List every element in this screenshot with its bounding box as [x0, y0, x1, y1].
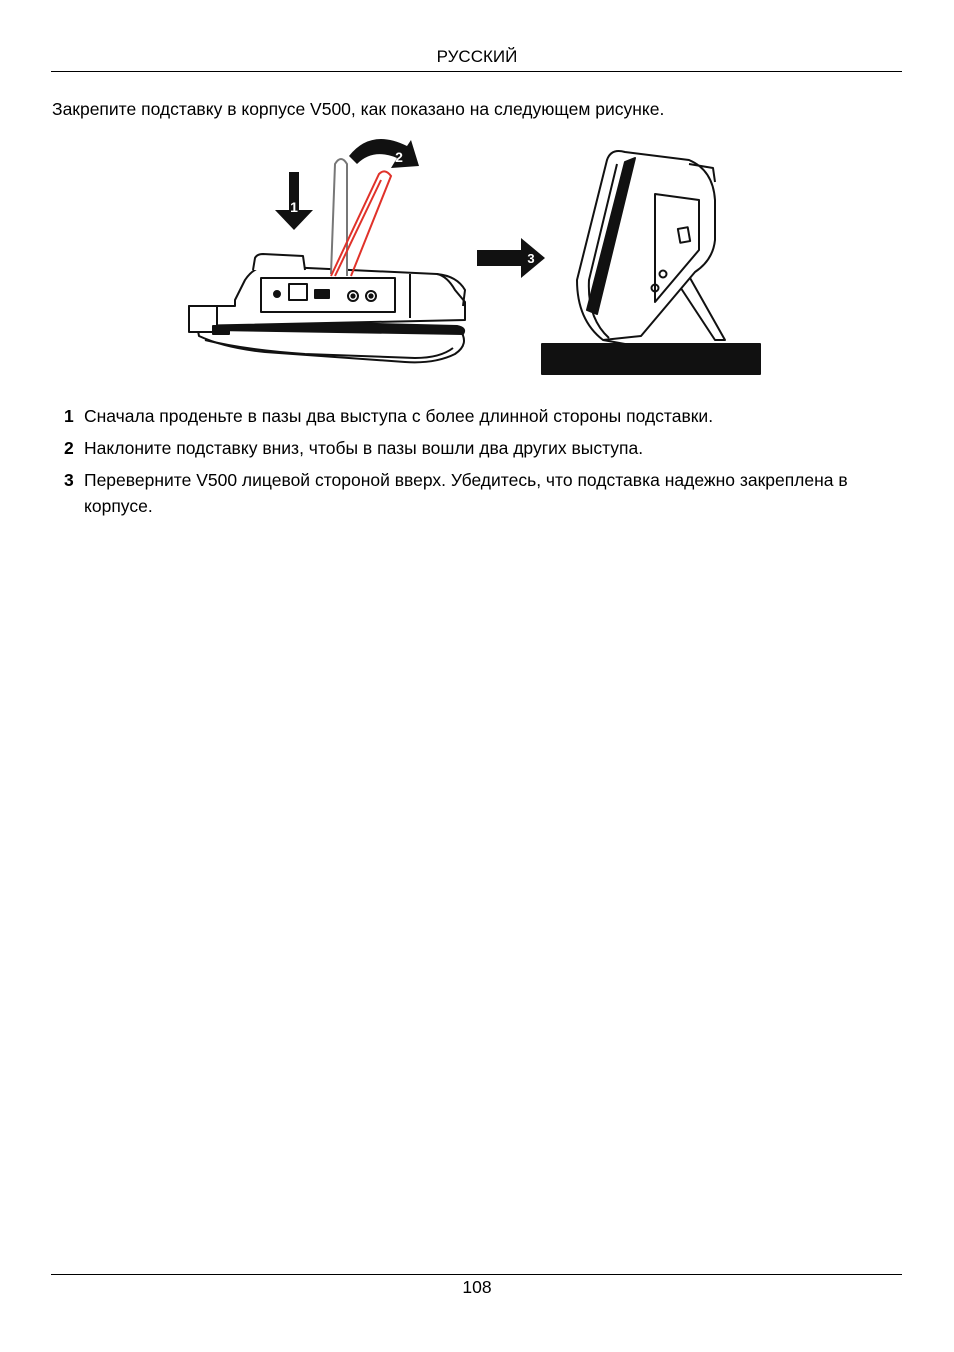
list-item: 3 Переверните V500 лицевой стороной ввер… — [64, 467, 894, 519]
svg-text:1: 1 — [290, 199, 298, 215]
header-rule — [51, 71, 902, 72]
svg-text:2: 2 — [395, 149, 403, 165]
step-number: 2 — [64, 438, 74, 458]
page-number: 108 — [462, 1277, 492, 1297]
list-item: 2 Наклоните подставку вниз, чтобы в пазы… — [64, 435, 894, 461]
stand-tilted — [330, 170, 393, 277]
step-number: 1 — [64, 406, 74, 426]
step-number: 3 — [64, 470, 74, 490]
step-text: Наклоните подставку вниз, чтобы в пазы в… — [84, 438, 644, 458]
intro-paragraph: Закрепите подставку в корпусе V500, как … — [52, 99, 665, 119]
stand-assembly-illustration: 1 2 3 — [188, 138, 761, 375]
down-arrow-icon: 1 — [275, 172, 313, 230]
step-text: Переверните V500 лицевой стороной вверх.… — [84, 470, 848, 516]
device-upright — [541, 150, 761, 375]
step-text: Сначала проденьте в пазы два выступа с б… — [84, 406, 714, 426]
svg-text:3: 3 — [527, 251, 534, 266]
list-item: 1 Сначала проденьте в пазы два выступа с… — [64, 403, 894, 429]
steps-list: 1 Сначала проденьте в пазы два выступа с… — [64, 403, 894, 525]
device-face-down — [188, 158, 466, 364]
footer-rule — [51, 1274, 902, 1275]
rotate-arrow-icon: 2 — [349, 138, 419, 168]
section-title: РУССКИЙ — [436, 47, 518, 66]
right-arrow-icon: 3 — [477, 238, 545, 278]
